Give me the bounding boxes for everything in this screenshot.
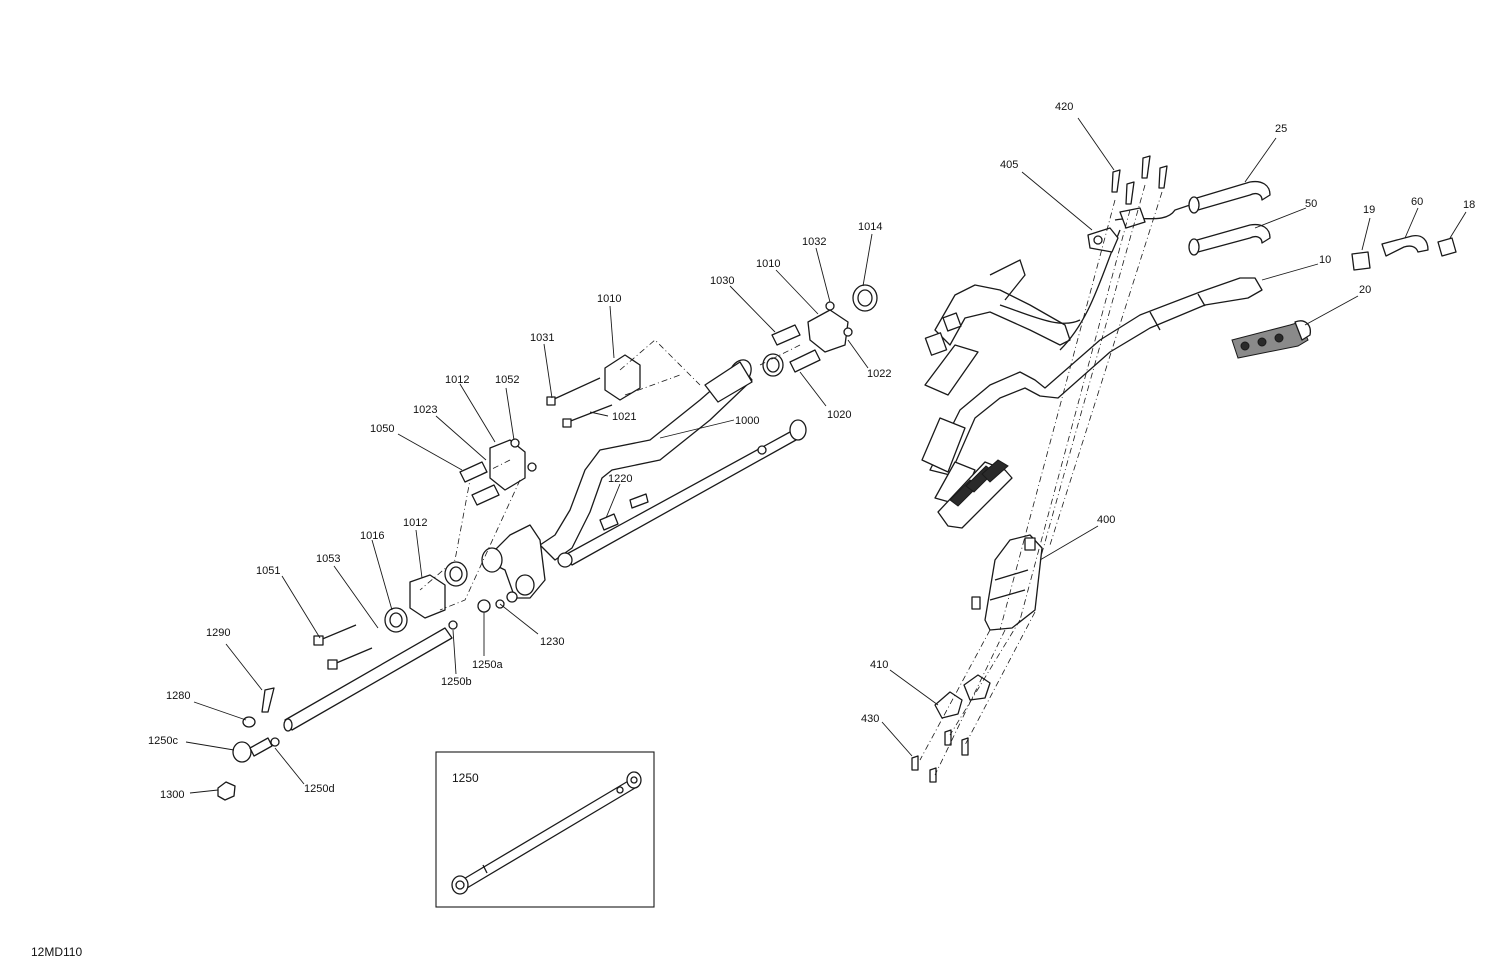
steering-column xyxy=(481,359,753,599)
callout-1250d: 1250d xyxy=(304,783,335,795)
nuts-washers xyxy=(448,301,853,630)
callout-25: 25 xyxy=(1275,123,1287,135)
callout-20: 20 xyxy=(1359,284,1371,296)
callout-19: 19 xyxy=(1363,204,1375,216)
callout-labels: 420 405 25 50 19 60 18 10 20 1014 1032 1… xyxy=(148,101,1475,801)
grip-20 xyxy=(1231,320,1311,359)
callout-60: 60 xyxy=(1411,196,1423,208)
callout-1250a: 1250a xyxy=(472,659,503,671)
callout-1021: 1021 xyxy=(612,411,636,423)
callout-1032: 1032 xyxy=(802,236,826,248)
callout-10: 10 xyxy=(1319,254,1331,266)
callout-1280: 1280 xyxy=(166,690,190,702)
callout-1053: 1053 xyxy=(316,553,340,565)
callout-1050: 1050 xyxy=(370,423,394,435)
bolts-420-430 xyxy=(911,155,1168,783)
callout-1230: 1230 xyxy=(540,636,564,648)
end-cap-parts xyxy=(1351,234,1457,271)
callout-405: 405 xyxy=(1000,159,1018,171)
diagram-code: 12MD110 xyxy=(31,945,82,959)
callout-50: 50 xyxy=(1305,198,1317,210)
callout-1300: 1300 xyxy=(160,789,184,801)
callout-1020: 1020 xyxy=(827,409,851,421)
bushings xyxy=(384,284,878,633)
lower-clamps xyxy=(934,674,991,719)
callout-1016: 1016 xyxy=(360,530,384,542)
callout-1023: 1023 xyxy=(413,404,437,416)
callout-1022: 1022 xyxy=(867,368,891,380)
callout-410: 410 xyxy=(870,659,888,671)
riser-bracket xyxy=(971,534,1043,631)
handlebar-assembly xyxy=(921,204,1263,529)
callout-1220: 1220 xyxy=(608,473,632,485)
callout-18: 18 xyxy=(1463,199,1475,211)
pins-spacers xyxy=(459,324,821,531)
callout-1052: 1052 xyxy=(495,374,519,386)
callout-1000: 1000 xyxy=(735,415,759,427)
clamp-blocks xyxy=(409,309,849,619)
assembly-lines-left xyxy=(419,339,801,611)
rod-end-parts xyxy=(217,687,280,801)
callout-1250c: 1250c xyxy=(148,735,178,747)
long-bolts xyxy=(313,377,613,670)
tie-rod xyxy=(557,419,807,568)
callout-1031: 1031 xyxy=(530,332,554,344)
assembly-lines-right xyxy=(919,184,1163,776)
callout-1012-upper: 1012 xyxy=(445,374,469,386)
callout-1014: 1014 xyxy=(858,221,882,233)
callout-420: 420 xyxy=(1055,101,1073,113)
callout-1012-lower: 1012 xyxy=(403,517,427,529)
bar-end-tubes xyxy=(1188,180,1271,256)
callout-430: 430 xyxy=(861,713,879,725)
inset-1250: 1250 xyxy=(435,751,655,908)
callout-400: 400 xyxy=(1097,514,1115,526)
callout-1290: 1290 xyxy=(206,627,230,639)
callout-1051: 1051 xyxy=(256,565,280,577)
callout-1030: 1030 xyxy=(710,275,734,287)
lower-shaft xyxy=(283,627,453,732)
inset-label: 1250 xyxy=(452,771,479,785)
callout-1250b: 1250b xyxy=(441,676,472,688)
callout-1010-upper: 1010 xyxy=(756,258,780,270)
leader-lines xyxy=(185,117,1467,794)
callout-1010-mid: 1010 xyxy=(597,293,621,305)
